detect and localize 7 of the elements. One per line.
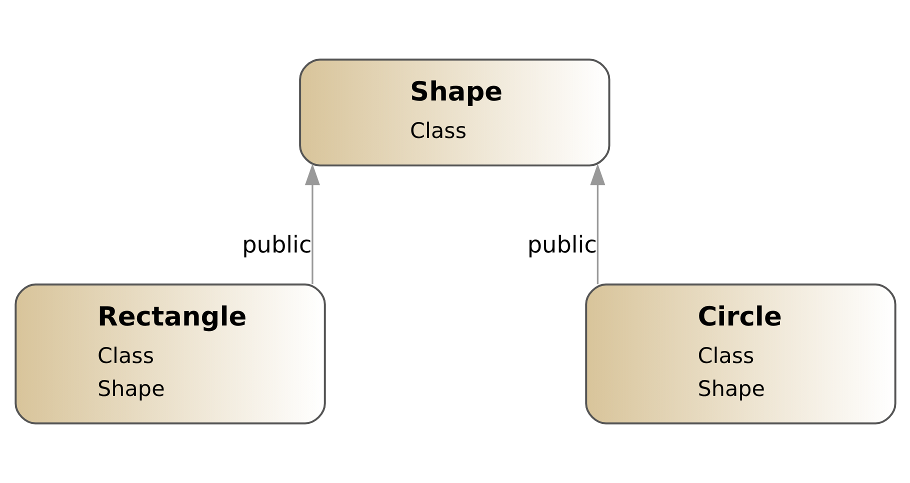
arrow	[304, 164, 320, 284]
edge-label: public	[526, 232, 596, 259]
node-box: Circle Class Shape	[584, 284, 896, 424]
node-box: Rectangle Class Shape	[14, 284, 326, 424]
arrow	[590, 164, 605, 284]
node-box: Shape Class	[298, 58, 610, 166]
edge-label: public	[242, 232, 312, 259]
